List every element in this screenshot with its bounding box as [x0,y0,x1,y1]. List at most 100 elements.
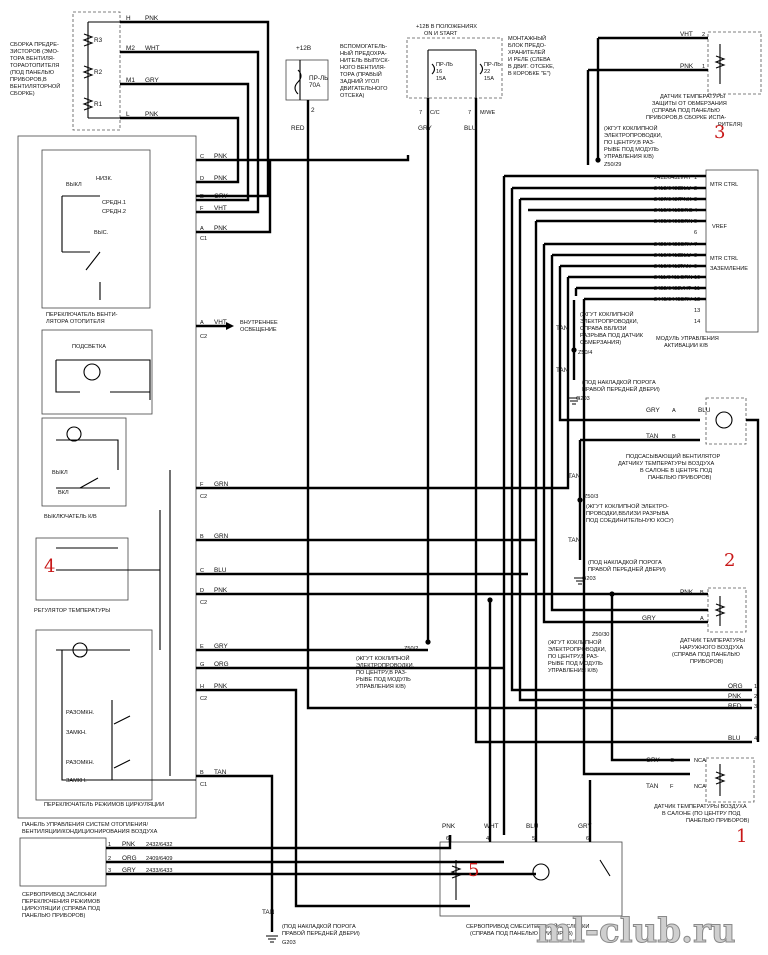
wire-label: GRN [214,481,229,488]
wires [106,20,760,932]
panel-conn: C2 [200,494,207,500]
module-pin: 6 [694,230,697,236]
wire-label: GRY [646,407,660,414]
cabin-sensor-box [705,757,755,803]
panel-pins: C PNK D PNK E GRY F VHT A PNK C1 A VHT C… [200,153,229,788]
ground-g203: G203 [282,940,296,946]
wire-label: PNK [442,823,456,830]
wire-pnk-a [196,160,272,234]
resistor-r3: R3 [94,37,103,44]
wire-label: PNK [214,683,228,690]
wire-label: RED [291,125,305,132]
exit-num: 2 [754,694,757,700]
module-pin: 11 [694,286,700,292]
wire-pnk-c [196,155,410,162]
wire-v-9 [558,266,700,422]
control-panel-box [17,135,197,819]
module-circuit: 2405/6406 [654,219,680,225]
module-color: GRN [680,275,692,281]
wire-v-7 [542,244,708,624]
module-color: TAN [680,264,691,270]
illumination-lamp-icon [83,363,101,381]
marker-3: 3 [714,122,725,143]
module-pin: 10 [694,275,700,281]
resistor-zigzags [82,33,94,111]
module-pin: 4 [694,208,697,214]
wire-v-12 [582,299,690,776]
splice-z50-2: Z50/2 [404,646,418,652]
resistor-r1: R1 [94,101,103,108]
outside-sensor-caption: ДАТЧИК ТЕМПЕРАТУРЫ НАРУЖНОГО ВОЗДУХА (СП… [672,638,747,665]
aspirator-motor-icon [715,411,733,429]
marker-5: 5 [468,860,479,881]
wire-label: BLU [214,567,227,574]
module-pin: 12 [694,297,700,303]
frost-pin: 2 [702,32,705,38]
module-color: GRN [680,219,692,225]
module-label: VREF [712,224,728,230]
interior-light-label: ВНУТРЕННЕЕ ОСВЕЩЕНИЕ [240,320,279,333]
blend-pin: 5 [532,836,535,842]
ground-location: (ПОД НАКЛАДКОЙ ПОРОГА ПРАВОЙ ПЕРЕДНЕЙ ДВ… [582,378,660,393]
recirc-indicator-icon [72,642,88,658]
aux-fuse-label: ПР-ЛЬ 70А [309,75,330,89]
actuator-pin: 2 [108,856,111,862]
fan-switch-caption: ПЕРЕКЛЮЧАТЕЛЬ ВЕНТИ- ЛЯТОРА ОТОПИТЕЛЯ [46,312,119,325]
aux-fuse-symbol [294,60,302,100]
module-circuit: 2410/6418 [654,264,680,270]
panel-pin: E [200,644,204,650]
splice-z50-3: Z50/3 [584,494,598,500]
wire-label: GRY [145,77,159,84]
wire-red [306,100,752,710]
module-circuit: 2422/6422 [654,286,680,292]
wire-label: PNK [214,153,228,160]
outside-pin: B [700,590,704,596]
wire-label: GRN [214,533,229,540]
ground-icon-1 [568,397,580,405]
pin-m2: M2 [126,45,135,52]
module-circuit: 2412/6432 [654,175,680,181]
recirc-pos: РАЗОМКН. [66,710,95,716]
wire-gry-m1 [120,82,250,202]
cabin-nca: NCA [694,784,706,790]
ground-note-1: (ЖГУТ КОКЛИПНОЙ ЭЛЕКТРОПРОВОДКИ, СПРАВА … [580,310,645,346]
wire-label: BLU [698,407,711,414]
wire-label: ORG [122,855,137,862]
outside-sensor-box [707,587,747,633]
fuse-block-caption: МОНТАЖНЫЙ БЛОК ПРЕДО- ХРАНИТЕЛЕЙ И РЕЛЕ … [508,34,556,77]
module-color: BLU [680,253,691,259]
wire-label: VHT [680,31,693,38]
actuator-pin: 3 [108,868,111,874]
fuse-pin: 7 [419,110,422,116]
module-label: MTR CTRL [710,182,738,188]
wire-wht-m2 [120,50,260,214]
panel-pin: D [200,176,204,182]
cabin-sensor-caption: ДАТЧИК ТЕМПЕРАТУРЫ ВОЗДУХА В САЛОНЕ (ПО … [654,804,749,824]
control-module-box [705,169,759,333]
wire-blend-in [448,600,592,842]
module-label: MTR CTRL [710,256,738,262]
wire-v-8 [550,255,708,612]
wire-label: VHT [214,205,227,212]
blend-actuator-caption: СЕРВОПРИВОД СМЕСИТЕЛЬНОЙ ЗАСЛОНКИ (СПРАВ… [466,922,591,937]
fuse-block-title: +12В В ПОЛОЖЕНИЯХ ON И START [416,24,479,37]
resistor-rail [87,21,120,119]
ac-switch-lines [56,439,119,489]
module-pin: 5 [694,219,697,225]
wire-v-2 [510,188,752,692]
fan-pos: СРЕДН.1 [102,200,126,206]
fuse-pin: M/WE [480,110,495,116]
wire-label: TAN [568,537,581,544]
fuse-block-box [406,37,503,99]
exit-num: 1 [754,684,757,690]
fan-switch: ВЫКЛ НИЗК. СРЕДН.1 СРЕДН.2 ВЫС. ПЕРЕКЛЮЧ… [46,176,126,325]
module-circuit: 2420/6420 [654,242,680,248]
wire-blu-aspirator [746,418,760,742]
exit-color: BLU [728,735,741,742]
cabin-thermistor [714,764,726,796]
blend-actuator-box [439,841,623,917]
panel-internal-bus [159,470,171,776]
wire-blu-fuse [474,98,752,744]
wire-label: PNK [214,225,228,232]
